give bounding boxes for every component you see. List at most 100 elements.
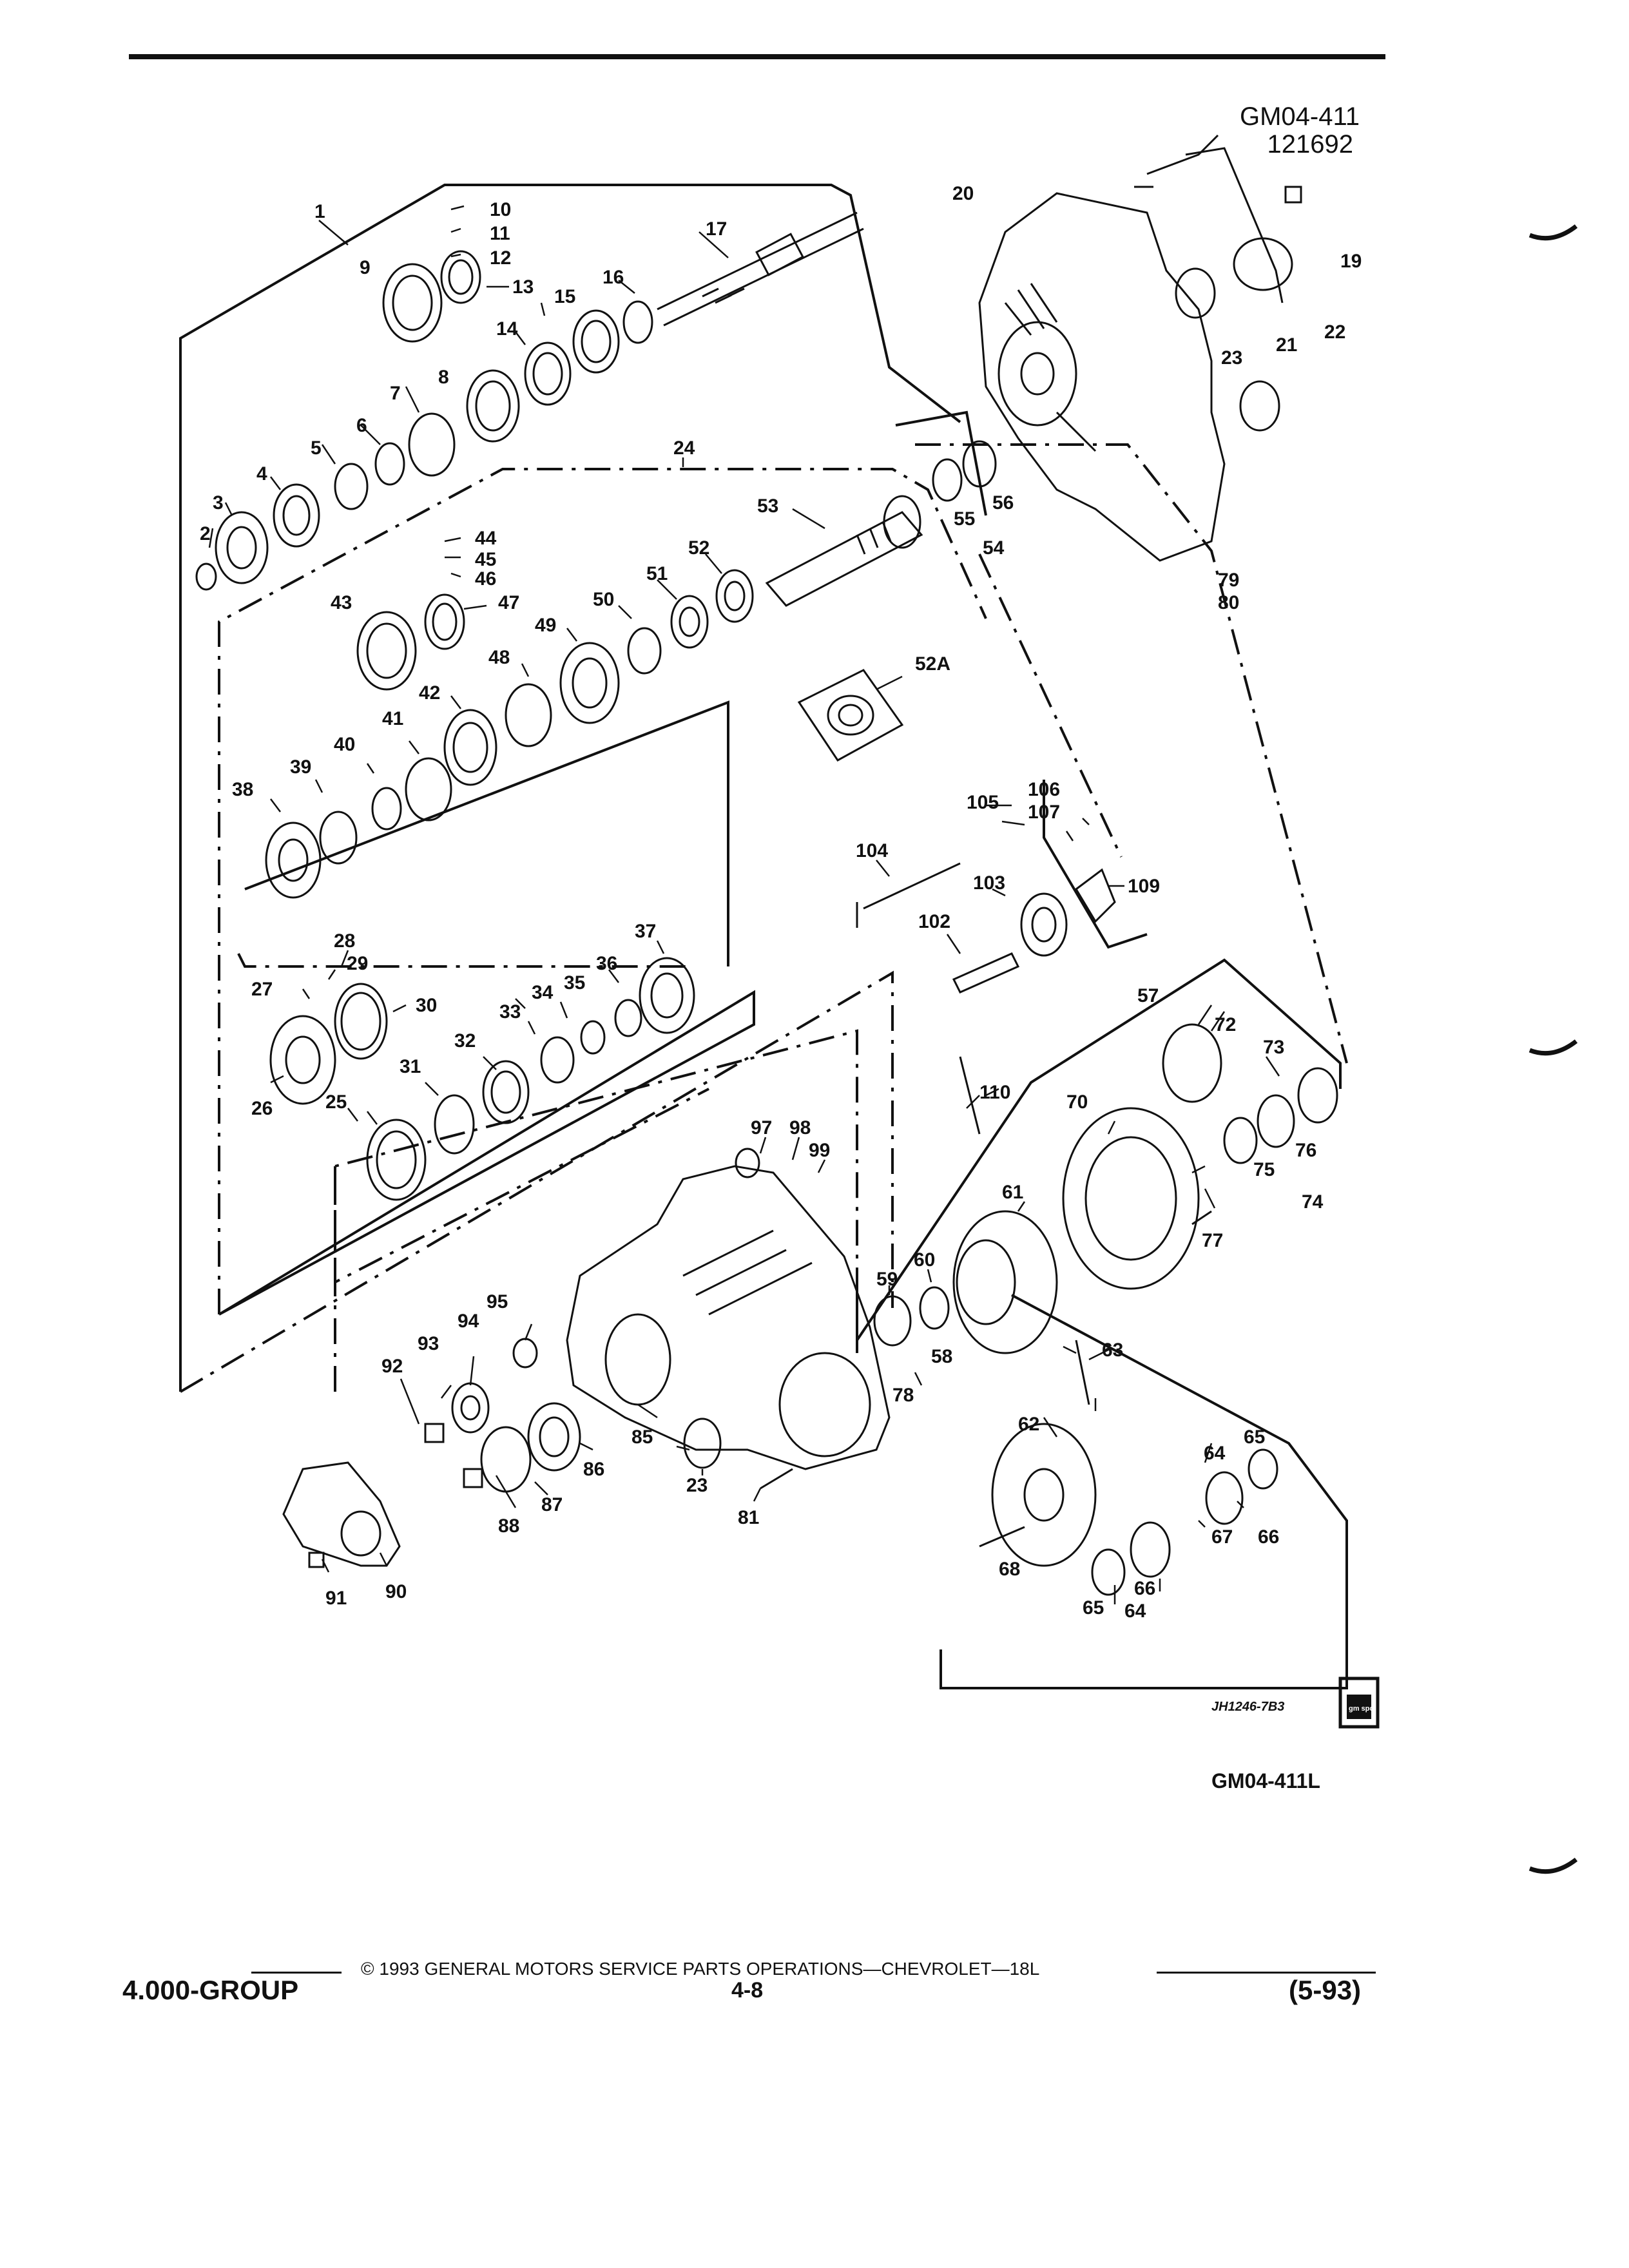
callout-24: 24 [673,437,695,459]
gear-9 [382,263,443,343]
callout-98: 98 [789,1117,811,1139]
callout-26: 26 [251,1098,273,1119]
bracket-group-1 [179,184,961,1392]
callout-30: 30 [416,995,437,1016]
callout-80: 80 [1218,592,1239,613]
ring-2 [195,562,217,591]
bolt-77 [1191,1210,1212,1225]
plug-97 [735,1148,760,1178]
part-22 [1185,147,1293,303]
leader-lines [208,205,1280,1604]
gear-47 [424,593,465,650]
bearing-33 [540,1036,575,1084]
callout-7: 7 [390,383,401,404]
callout-55: 55 [954,508,975,530]
bearing-50 [627,627,662,675]
bearing-5 [334,463,369,510]
callout-87: 87 [541,1494,563,1515]
callout-102: 102 [918,911,950,932]
callout-25: 25 [325,1091,347,1113]
callout-48: 48 [488,647,510,668]
ring-48 [505,683,552,747]
gm-spo-logo-frame [1338,1677,1380,1729]
callout-42: 42 [419,682,440,704]
callout-14: 14 [496,318,518,340]
binding-mark-2 [1528,1039,1578,1056]
callout-49: 49 [535,615,556,636]
callout-95: 95 [487,1291,508,1312]
ring-41 [405,757,452,822]
gm-spo-logo: gm spo [1349,1705,1374,1713]
footer-rule-right [1157,1972,1376,1974]
footer-copyright: © 1993 GENERAL MOTORS SERVICE PARTS OPER… [361,1959,1040,1979]
callout-40: 40 [334,734,355,755]
callout-99: 99 [809,1140,830,1161]
callout-109: 109 [1128,876,1160,897]
gear-14 [524,341,572,406]
gear-43 [356,611,417,691]
callout-52: 52 [688,537,709,559]
callout-65-bottom: 65 [1083,1597,1104,1619]
callout-105: 105 [967,792,999,813]
bracket-54 [895,410,987,516]
seal-23-low [683,1418,722,1469]
callout-34: 34 [532,982,554,1003]
gear-13 [440,250,481,304]
figure-number: 121692 [1267,130,1353,159]
connector-line-3 [237,953,689,968]
callout-41: 41 [382,708,403,729]
callout-74: 74 [1302,1191,1324,1213]
callout-78: 78 [892,1385,914,1406]
callout-66-bottom: 66 [1134,1578,1155,1599]
callout-54: 54 [983,537,1005,559]
carrier-61 [952,1210,1058,1354]
bracket-lower-bottom [334,1088,709,1285]
callout-45: 45 [475,549,496,570]
callout-23-low: 23 [686,1475,708,1496]
callout-15: 15 [554,286,575,307]
bracket-group-24 [218,468,987,1314]
pin-102 [952,952,1020,994]
callout-50: 50 [593,589,614,610]
gear-55 [932,458,963,502]
header-rule [129,54,1385,59]
callout-77: 77 [1202,1230,1223,1251]
case-85 [566,1165,891,1470]
pin-63 [1075,1340,1090,1405]
bracket-mid [244,700,729,966]
callout-68: 68 [999,1559,1020,1580]
connector-line-1 [179,970,894,1393]
rod-104 [856,862,961,928]
callout-94: 94 [458,1311,479,1332]
callout-19: 19 [1340,251,1362,272]
carrier-62 [991,1423,1097,1567]
callout-27: 27 [251,979,273,1000]
gear-60 [919,1286,950,1330]
callout-9: 9 [360,257,371,278]
callout-33: 33 [499,1001,521,1023]
gear-25 [366,1119,427,1201]
footer-page: 4-8 [731,1978,764,2003]
bracket-105 [1043,780,1148,949]
callout-16: 16 [602,267,624,288]
cover-90 [282,1461,401,1567]
washer-65b [1091,1548,1126,1596]
callout-57: 57 [1137,985,1159,1006]
gear-3 [215,511,269,584]
footer-rule-left [251,1972,342,1974]
callout-59: 59 [876,1269,898,1290]
callout-35: 35 [564,972,585,994]
callout-72: 72 [1215,1014,1236,1035]
callout-36: 36 [596,953,617,974]
shaft-17 [657,211,864,327]
callout-56: 56 [992,492,1014,514]
callout-6: 6 [356,415,367,436]
callout-58: 58 [931,1346,952,1367]
callout-13: 13 [512,276,534,298]
callout-51: 51 [646,563,668,584]
ring-76 [1257,1094,1295,1148]
gear-66b [1130,1521,1171,1578]
callout-8: 8 [438,367,449,388]
washer-51 [670,595,709,649]
callout-31: 31 [400,1056,421,1077]
